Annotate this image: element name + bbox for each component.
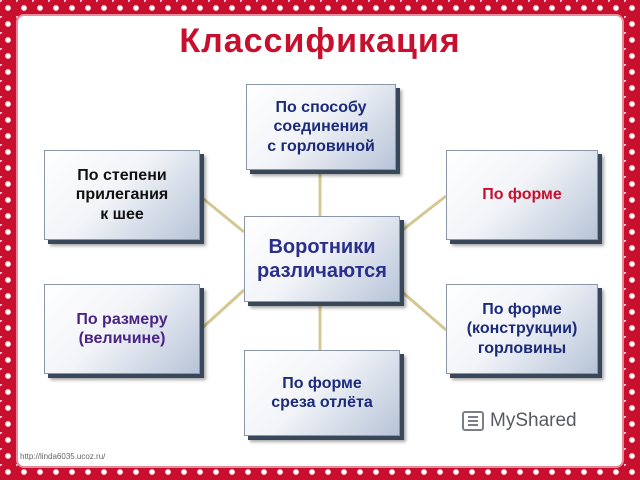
node-left-top-label: По степени прилегания к шее [75, 167, 169, 223]
connector-right-bottom [399, 288, 447, 332]
logo-text: MyShared [490, 410, 577, 431]
node-left-bottom: По размеру (величине) [44, 284, 200, 374]
myshared-logo[interactable]: MyShared [462, 410, 577, 432]
node-right-bottom-label: По форме (конструкции) горловины [466, 301, 578, 357]
node-right-top-label: По форме [482, 186, 562, 204]
node-bottom-label: По форме среза отлёта [271, 374, 373, 411]
node-center: Воротники различаются [244, 216, 400, 302]
connector-right-top [399, 194, 447, 234]
node-right-bottom: По форме (конструкции) горловины [446, 284, 598, 374]
node-top-label: По способу соединения с горловиной [267, 99, 375, 155]
node-center-label: Воротники различаются [257, 236, 387, 282]
node-left-top: По степени прилегания к шее [44, 150, 200, 240]
slide-title: Классификация [179, 22, 461, 60]
connector-left-top [199, 194, 245, 234]
presentation-board-icon [462, 411, 484, 431]
node-top: По способу соединения с горловиной [246, 84, 396, 170]
footer-url: http://linda6035.ucoz.ru/ [20, 452, 106, 461]
node-left-bottom-label: По размеру (величине) [76, 310, 168, 347]
node-right-top: По форме [446, 150, 598, 240]
node-bottom: По форме среза отлёта [244, 350, 400, 436]
connector-left-bottom [198, 288, 246, 332]
